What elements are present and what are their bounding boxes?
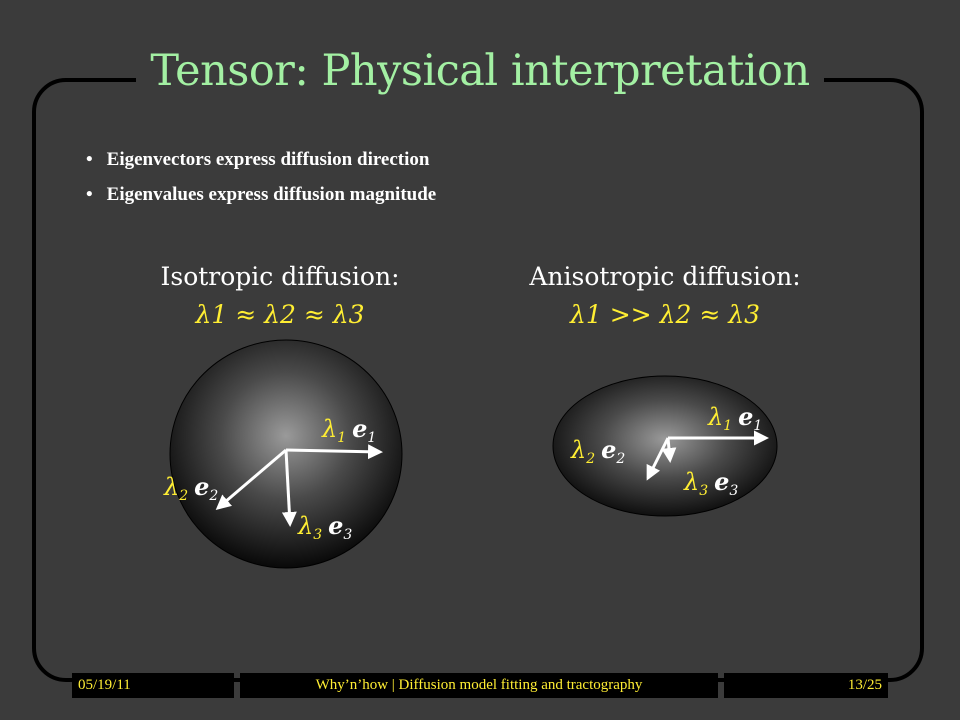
isotropic-caption: Isotropic diffusion:: [160, 262, 400, 291]
eq-lambda-3: λ3: [332, 300, 365, 329]
eq-operator: ≈: [235, 300, 257, 329]
eq-operator: >>: [609, 300, 652, 329]
isotropic-vector-e1: [285, 444, 383, 460]
footer-date: 05/19/11: [72, 673, 234, 698]
eq-operator: ≈: [303, 300, 325, 329]
footer-page-number: 13/25: [724, 673, 888, 698]
isotropic-vector-e2: [215, 448, 287, 510]
anisotropic-vector-e3: [661, 437, 677, 463]
anisotropic-equation: λ1 >> λ2 ≈ λ3: [490, 300, 840, 329]
bullet-item: Eigenvalues express diffusion magnitude: [86, 177, 437, 212]
eq-lambda-1: λ1: [570, 300, 602, 329]
title-wrap: Tensor: Physical interpretation: [0, 40, 960, 102]
isotropic-vector-e3: [281, 449, 297, 527]
bullet-list: Eigenvectors express diffusion direction…: [86, 142, 437, 212]
eq-lambda-1: λ1: [195, 300, 228, 329]
eq-operator: ≈: [699, 300, 721, 329]
anisotropic-vector-e2: [646, 437, 670, 481]
footer-center: Why’n’how | Diffusion model fitting and …: [240, 673, 718, 698]
eq-lambda-3: λ3: [728, 300, 760, 329]
isotropic-equation: λ1 ≈ λ2 ≈ λ3: [120, 300, 440, 329]
eq-lambda-2: λ2: [264, 300, 296, 329]
anisotropic-caption: Anisotropic diffusion:: [529, 262, 801, 291]
slide-title: Tensor: Physical interpretation: [136, 40, 824, 102]
bullet-item: Eigenvectors express diffusion direction: [86, 142, 436, 177]
eq-lambda-2: λ2: [659, 300, 692, 329]
